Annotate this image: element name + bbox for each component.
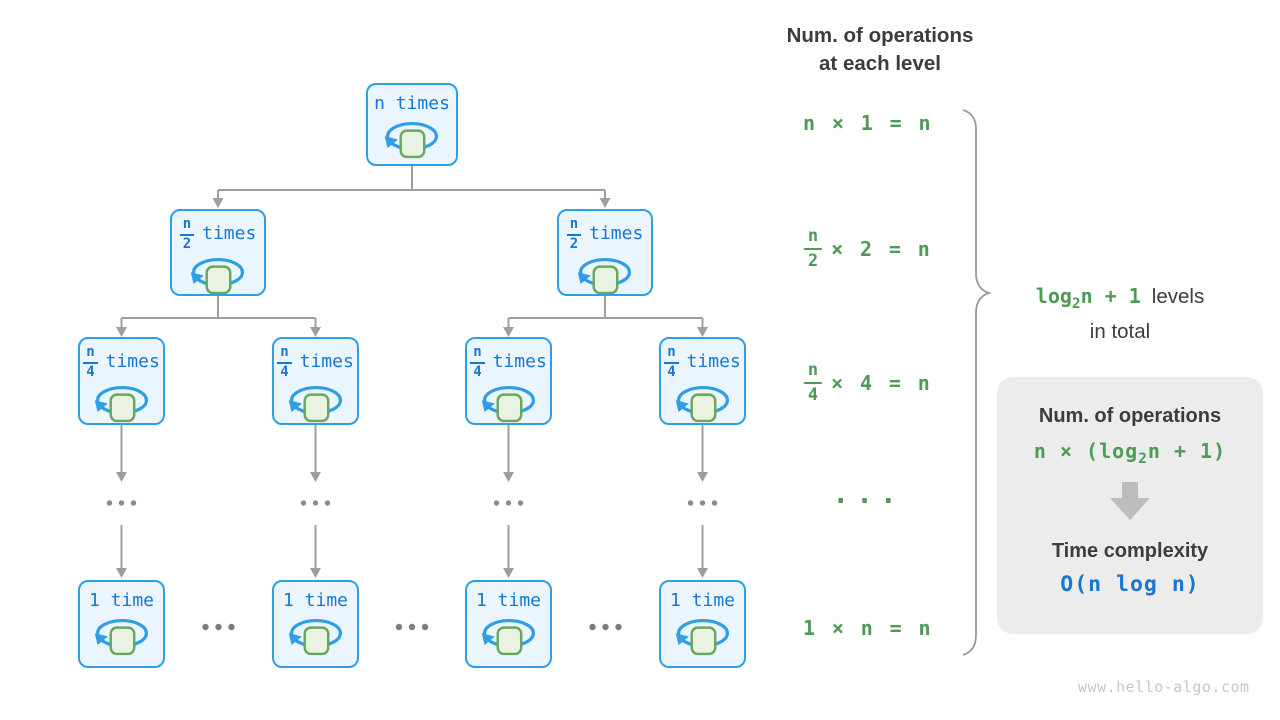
tree-node-l4-2: 1 time bbox=[465, 580, 552, 668]
loop-icon bbox=[288, 386, 342, 423]
column-heading: Num. of operations at each level bbox=[770, 22, 990, 78]
equation-ellipsis: ... bbox=[832, 477, 904, 510]
grouping-brace bbox=[962, 109, 993, 656]
tree-node-l4-3: 1 time bbox=[659, 580, 746, 668]
summary-complexity: O(n log n) bbox=[1060, 572, 1200, 597]
loop-icon bbox=[481, 386, 535, 423]
node-label: 1 time bbox=[669, 590, 736, 611]
loop-icon bbox=[94, 386, 148, 423]
row-ellipsis-icons bbox=[202, 623, 622, 631]
equation-level-last: 1 × n = n bbox=[803, 616, 933, 640]
brace-label-line2: in total bbox=[1089, 320, 1151, 343]
loop-icon bbox=[384, 121, 439, 159]
down-arrow-icon bbox=[1110, 482, 1150, 520]
tree-connector-lines bbox=[120, 166, 704, 568]
loop-icon bbox=[577, 258, 632, 295]
loop-icon bbox=[481, 618, 535, 656]
node-label: 1 time bbox=[282, 590, 349, 611]
loop-icon bbox=[675, 386, 729, 423]
log-formula: log2n + 1 bbox=[1035, 284, 1141, 312]
equation-level1: n × 1 = n bbox=[803, 111, 933, 135]
tree-node-root: n times bbox=[366, 83, 458, 166]
loop-icon bbox=[94, 618, 148, 656]
summary-subtitle: Time complexity bbox=[1051, 540, 1209, 562]
summary-title: Num. of operations bbox=[1038, 405, 1222, 427]
connector-arrowhead-icons bbox=[116, 198, 708, 578]
node-label: 1 time bbox=[88, 590, 155, 611]
loop-icon bbox=[675, 618, 729, 656]
summary-box: Num. of operations n × (log2n + 1) Time … bbox=[997, 377, 1263, 634]
tree-node-l4-0: 1 time bbox=[78, 580, 165, 668]
heading-line2: at each level bbox=[819, 52, 941, 75]
watermark: www.hello-algo.com bbox=[1078, 678, 1250, 696]
node-label: n times bbox=[374, 93, 450, 114]
tree-node-l4-1: 1 time bbox=[272, 580, 359, 668]
loop-icon bbox=[190, 258, 245, 295]
summary-formula: n × (log2n + 1) bbox=[1033, 439, 1227, 467]
vertical-ellipsis-icons bbox=[106, 500, 718, 506]
loop-icon bbox=[288, 618, 342, 656]
node-label: 1 time bbox=[475, 590, 542, 611]
heading-line1: Num. of operations bbox=[786, 24, 974, 47]
